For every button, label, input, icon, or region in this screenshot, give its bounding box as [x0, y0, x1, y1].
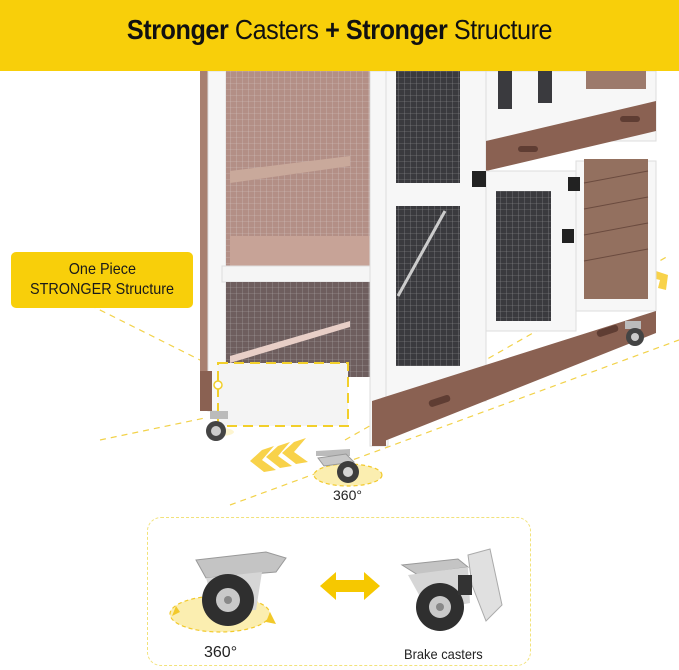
double-arrow-icon	[320, 572, 380, 600]
rabbit-hutch-illustration	[200, 71, 657, 456]
callout-line-2: STRONGER Structure	[29, 281, 175, 298]
caster-icon	[625, 321, 644, 346]
brake-caster-image	[400, 548, 503, 631]
left-chevron-arrows-icon	[250, 438, 308, 472]
banner-title: Stronger Casters + Stronger Structure	[34, 14, 645, 46]
callout-line-1: One Piece	[68, 261, 136, 278]
caster-feature-box	[147, 517, 531, 666]
latch-icon	[562, 229, 574, 243]
structure-callout: One Piece STRONGER Structure	[11, 252, 193, 308]
latch-icon	[472, 171, 486, 187]
latch-icon	[568, 177, 580, 191]
swivel-caster-label: 360°	[204, 644, 238, 661]
brake-caster-label: Brake casters	[404, 646, 483, 662]
header-banner: Stronger Casters + Stronger Structure	[0, 0, 679, 71]
caster-icon	[206, 411, 228, 441]
banner-title-text-2: Structure	[447, 14, 553, 45]
swivel-caster-image	[169, 551, 287, 633]
banner-title-text-1: Casters	[228, 14, 326, 45]
rotation-label: 360°	[333, 487, 362, 503]
banner-title-plus: +	[325, 14, 340, 45]
banner-title-bold-2: Stronger	[339, 14, 448, 45]
banner-title-bold-1: Stronger	[126, 14, 229, 45]
front-caster-icon	[317, 453, 359, 483]
